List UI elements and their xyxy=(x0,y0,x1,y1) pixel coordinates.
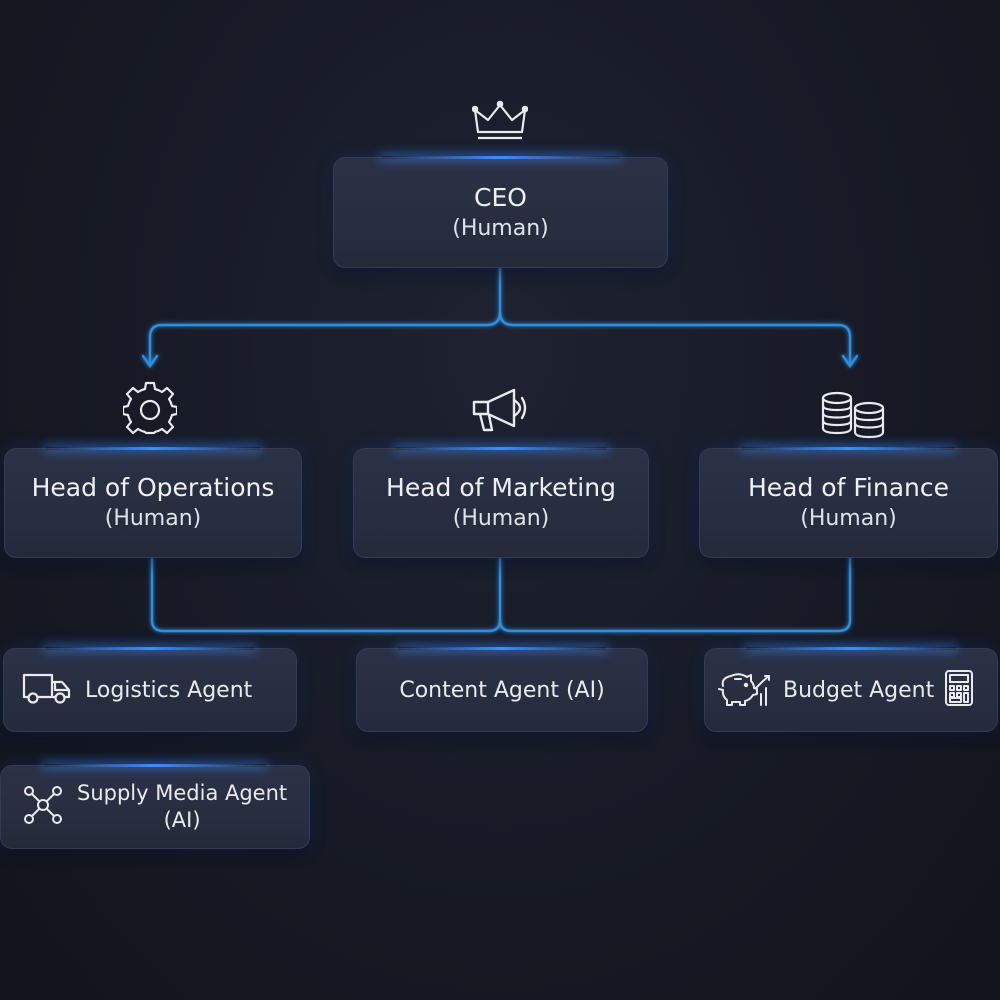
coins-icon xyxy=(820,391,888,439)
ceo-subtitle: (Human) xyxy=(452,215,549,241)
calculator-icon xyxy=(944,669,974,711)
head-of-operations-subtitle: (Human) xyxy=(104,506,202,531)
head-of-operations-node[interactable]: Head of Operations (Human) xyxy=(4,447,302,558)
content-agent-node[interactable]: Content Agent (AI) xyxy=(356,647,648,732)
head-of-marketing-subtitle: (Human) xyxy=(452,506,550,531)
supply-media-agent-label: Supply Media Agent (AI) xyxy=(77,780,287,834)
head-of-finance-title: Head of Finance xyxy=(747,473,949,502)
supply-media-agent-label-line1: Supply Media Agent xyxy=(77,781,288,805)
budget-agent-label: Budget Agent xyxy=(783,677,935,703)
head-of-finance-node[interactable]: Head of Finance (Human) xyxy=(699,447,998,558)
logistics-agent-node[interactable]: Logistics Agent xyxy=(3,647,297,732)
content-agent-label: Content Agent (AI) xyxy=(399,677,605,703)
head-of-marketing-node[interactable]: Head of Marketing (Human) xyxy=(353,447,649,558)
supply-media-agent-label-line2: (AI) xyxy=(163,808,201,832)
ceo-title: CEO xyxy=(474,182,527,212)
arrow-right xyxy=(841,354,859,369)
truck-icon xyxy=(22,671,72,709)
logistics-agent-label: Logistics Agent xyxy=(85,677,253,703)
network-icon xyxy=(23,785,63,829)
budget-agent-node[interactable]: Budget Agent xyxy=(704,647,998,732)
heads-to-agents-connector xyxy=(150,556,502,633)
gear-icon xyxy=(123,381,177,435)
ceo-to-heads-connector xyxy=(148,266,502,364)
arrow-left xyxy=(141,354,159,369)
crown-icon xyxy=(472,100,528,142)
head-of-finance-subtitle: (Human) xyxy=(800,506,897,531)
megaphone-icon xyxy=(470,386,532,434)
ceo-node[interactable]: CEO (Human) xyxy=(333,156,668,268)
supply-media-agent-node[interactable]: Supply Media Agent (AI) xyxy=(0,764,310,849)
piggy-bank-chart-icon xyxy=(717,668,771,712)
head-of-marketing-title: Head of Marketing xyxy=(386,473,616,502)
head-of-operations-title: Head of Operations xyxy=(31,473,275,502)
